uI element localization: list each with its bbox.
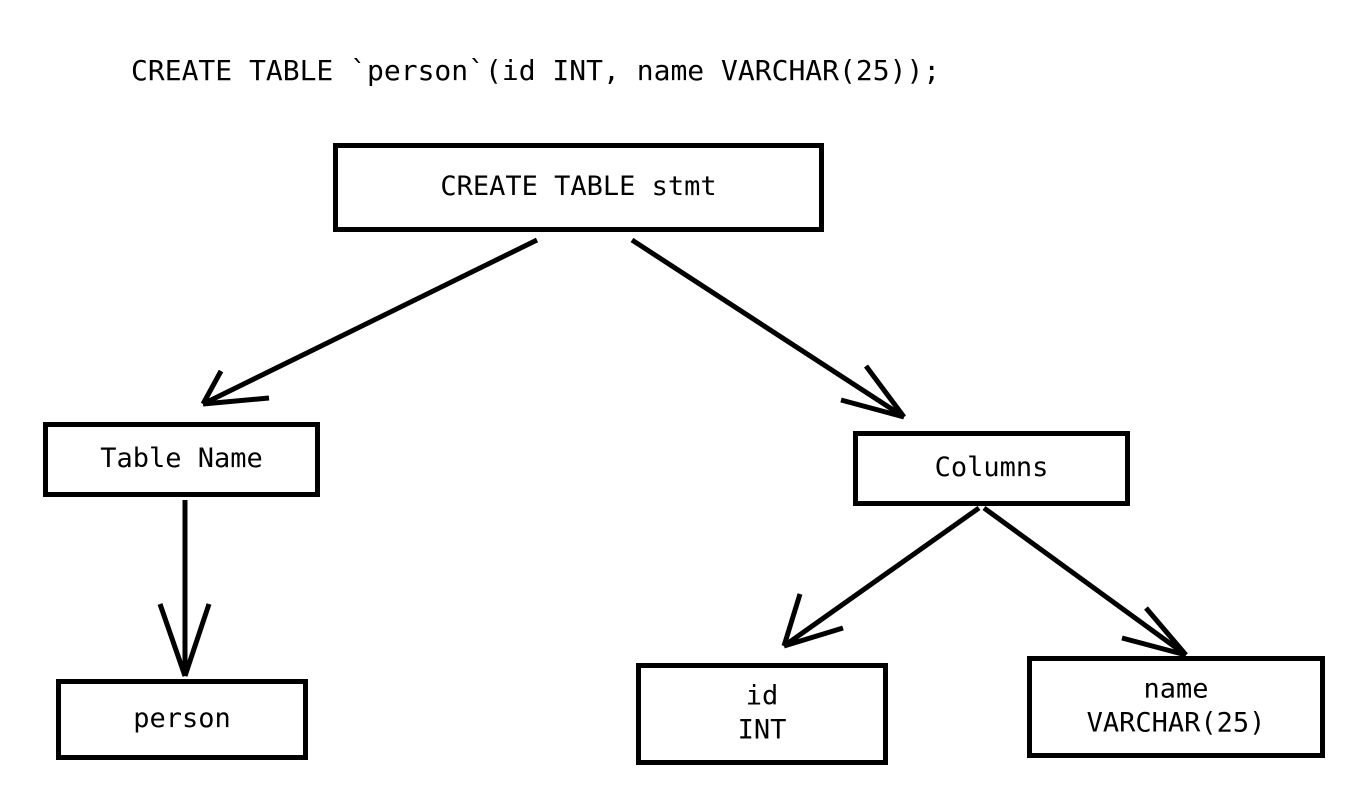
sql-statement-text: CREATE TABLE `person`(id INT, name VARCH… (131, 54, 940, 87)
node-box[interactable] (636, 663, 888, 765)
arrowhead-barb-2 (840, 397, 905, 420)
node-label-line: name (1143, 674, 1208, 705)
edge-columns-to-col-name (982, 505, 1188, 658)
arrowhead-barb-2 (783, 625, 844, 649)
arrowhead-barb-1 (157, 603, 188, 677)
arrowhead-barb-1 (1144, 606, 1188, 657)
arrowhead-barb-2 (202, 395, 270, 407)
columns-node[interactable]: Columns (853, 431, 1130, 506)
node-box[interactable] (853, 431, 1130, 506)
node-label-line: id (746, 681, 779, 712)
edge-columns-to-col-id (781, 505, 981, 649)
node-label-line: person (133, 703, 231, 734)
node-box[interactable] (56, 679, 308, 760)
arrowhead-barb-1 (863, 364, 907, 419)
node-box[interactable] (43, 422, 320, 497)
node-label-line: INT (738, 715, 787, 746)
arrowhead-barb-2 (182, 603, 212, 677)
edge-table-name-to-person (157, 500, 212, 677)
node-box[interactable] (1027, 656, 1325, 758)
node-label-line: Columns (935, 452, 1049, 483)
edge-shaft (630, 237, 906, 420)
node-label-line: VARCHAR(25) (1087, 708, 1266, 739)
create-table-stmt-node[interactable]: CREATE TABLE stmt (333, 143, 824, 232)
edge-root-to-columns (630, 237, 907, 420)
edge-root-to-table-name (200, 237, 539, 407)
node-box[interactable] (333, 143, 824, 232)
edge-shaft (201, 237, 539, 407)
arrowhead-barb-1 (781, 593, 803, 647)
edge-shaft (782, 505, 981, 649)
node-label-line: Table Name (100, 443, 263, 474)
person-value-node[interactable]: person (56, 679, 308, 760)
edge-shaft (982, 505, 1188, 658)
arrowhead-barb-1 (200, 369, 224, 406)
sql-statement-title: CREATE TABLE `person`(id INT, name VARCH… (131, 54, 940, 87)
table-name-node[interactable]: Table Name (43, 422, 320, 497)
node-label-line: CREATE TABLE stmt (440, 171, 716, 202)
edges-group (157, 237, 1188, 677)
arrowhead-barb-2 (1121, 635, 1187, 658)
